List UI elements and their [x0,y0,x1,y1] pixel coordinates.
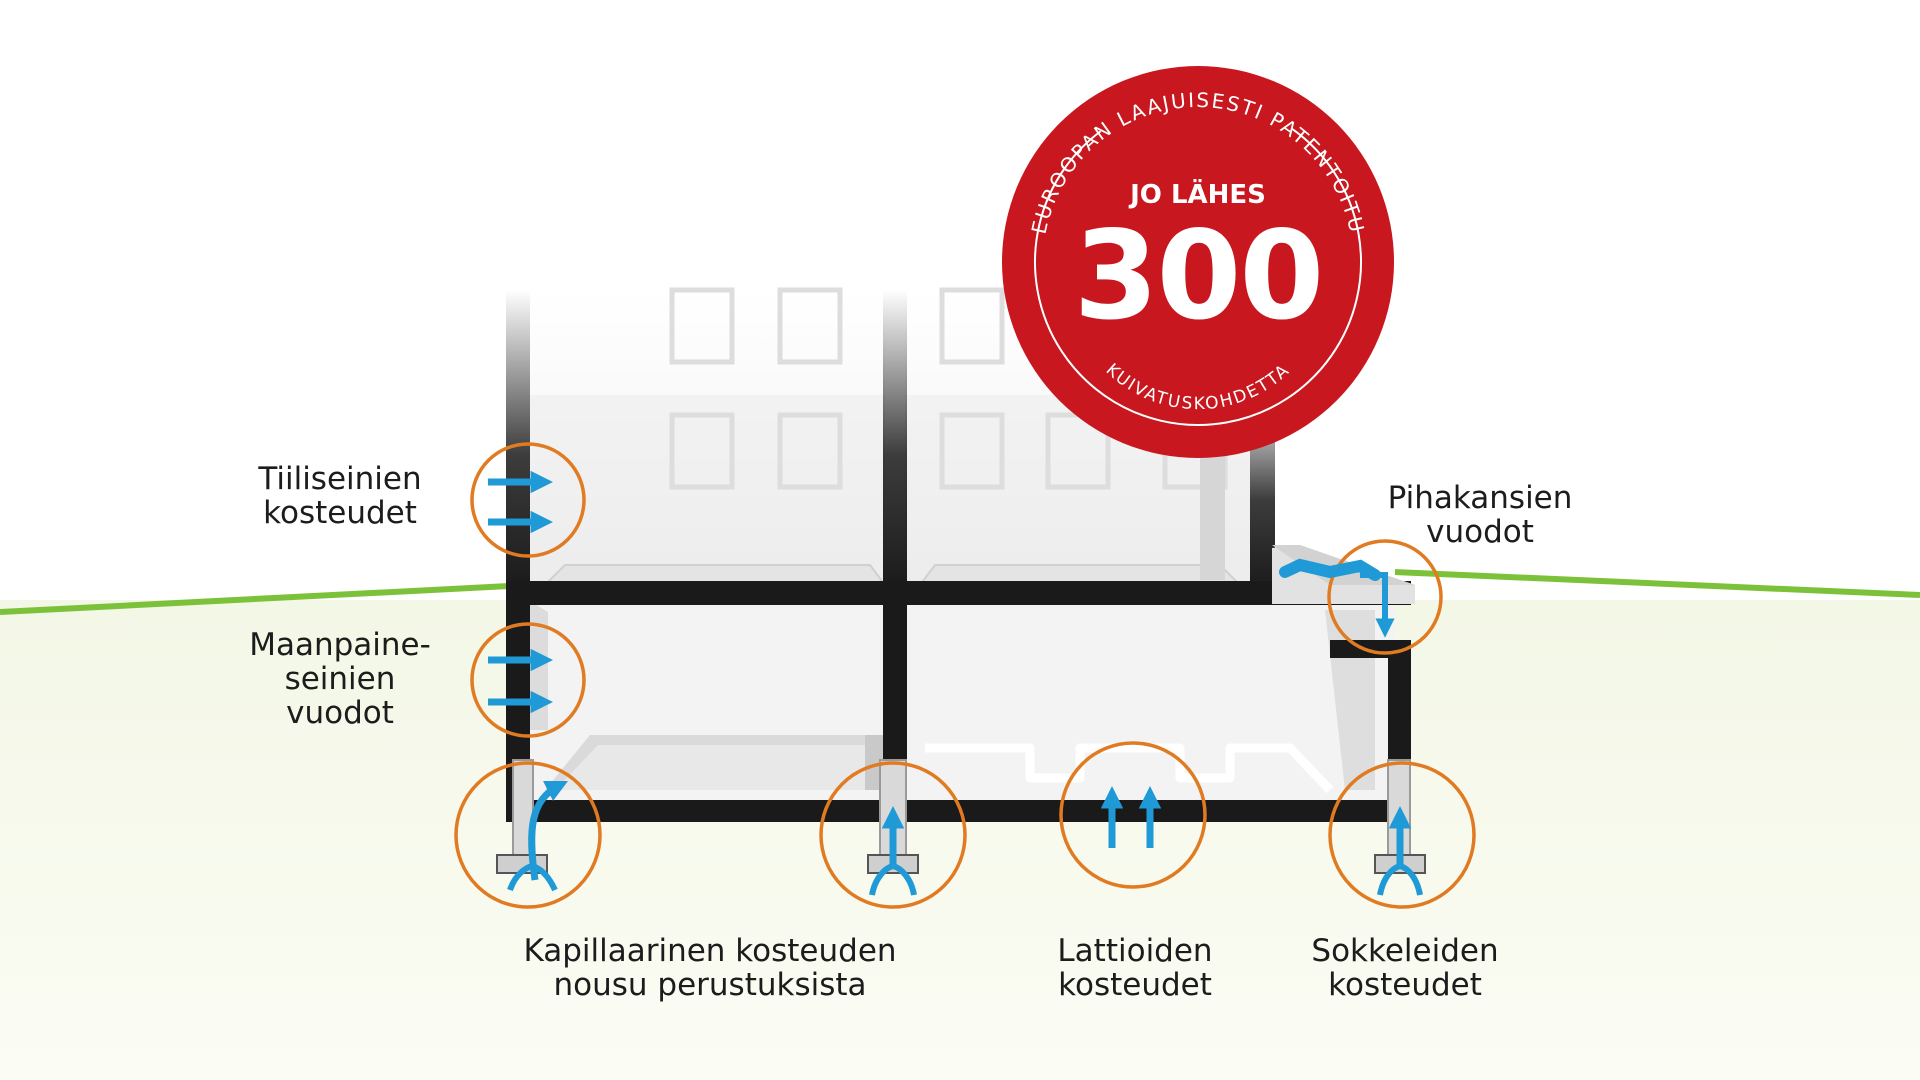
floor-indicator [1059,741,1207,889]
building-cross-section [496,287,1426,874]
moisture-indicators [454,442,1476,909]
label-line: Tiiliseinien [258,461,422,497]
yard-deck-indicator [1279,539,1443,655]
ground-wall-indicator [470,622,586,738]
label-line: Kapillaarinen kosteuden [523,933,897,969]
plinth-indicator [1328,761,1476,909]
label-line: kosteudet [1058,967,1212,1003]
label-line: Sokkeleiden [1311,933,1499,969]
floor-pipe [925,743,1334,794]
label-line: vuodot [286,695,394,731]
capillary-left-indicator [454,761,602,909]
ground-line-left [0,583,511,615]
label-line: vuodot [1426,514,1534,550]
label-yard-decks: Pihakansien vuodot [1355,481,1605,549]
badge-number: 300 [1074,205,1323,347]
label-plinths: Sokkeleiden kosteudet [1280,934,1530,1002]
label-line: seinien [284,661,396,697]
label-line: kosteudet [263,495,417,531]
label-line: Maanpaine- [249,627,431,663]
label-floors: Lattioiden kosteudet [1010,934,1260,1002]
label-line: Lattioiden [1057,933,1213,969]
label-line: nousu perustuksista [553,967,867,1003]
label-line: Pihakansien [1387,480,1573,516]
patent-badge: EUROOPAN LAAJUISESTI PATENTOITU KUIVATUS… [1002,66,1394,458]
label-line: kosteudet [1328,967,1482,1003]
ground-line-right [1394,569,1920,598]
arrow-down-icon [1360,572,1395,638]
badge-pre: JO LÄHES [1128,178,1266,210]
label-brick-walls: Tiiliseinien kosteudet [220,462,460,530]
brick-wall-indicator [470,442,586,558]
label-ground-walls: Maanpaine- seinien vuodot [220,628,460,730]
capillary-middle-indicator [819,761,967,909]
label-capillary: Kapillaarinen kosteuden nousu perustuksi… [470,934,950,1002]
badge-circle [1002,66,1394,458]
